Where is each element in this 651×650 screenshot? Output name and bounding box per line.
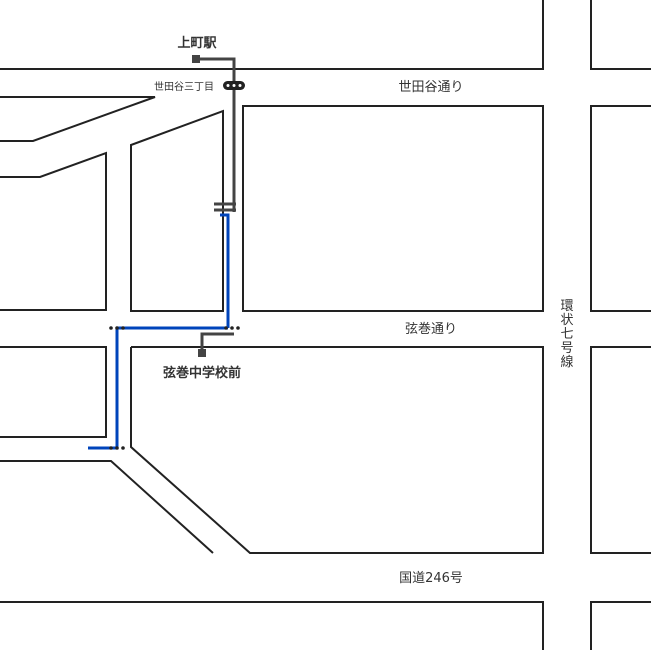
block-north-right [590, 0, 651, 70]
block-east-south [590, 346, 651, 554]
route-primary-segment-north [220, 213, 230, 328]
road-label-kanjo7-char-4: 号 [560, 341, 573, 356]
road-label-kanjo7-char-1: 環 [560, 299, 573, 314]
block-bottom-left [0, 601, 544, 650]
block-west-top [0, 151, 107, 311]
station-marker-kamimachi [192, 55, 200, 63]
block-center-wedge [130, 109, 224, 312]
road-label-kokudo-246: 国道246号 [399, 571, 463, 586]
road-label-setagaya-dori: 世田谷通り [398, 80, 463, 95]
road-label-kanjo7: 環 状 七 号 線 [560, 299, 573, 370]
road-label-tsurumaki-dori: 弦巻通り [405, 321, 457, 337]
station-marker-tsurumaki-chugakko-mae [198, 349, 206, 357]
station-label-setagaya-sanchome: 世田谷三丁目 [154, 81, 214, 93]
crosswalk-dots [109, 326, 240, 450]
block-center-main [242, 105, 544, 312]
crosswalk-dots-east [224, 326, 240, 330]
block-north-left [0, 0, 544, 70]
block-center-south [130, 346, 544, 554]
block-west-strip-top [0, 96, 156, 142]
block-east-mid [590, 105, 651, 312]
crosswalk-dots-west [109, 326, 125, 330]
route-secondary-to-tsurumaki [200, 332, 234, 352]
route-secondary [196, 57, 236, 352]
road-label-kanjo7-char-5: 線 [560, 354, 573, 370]
road-label-kanjo7-char-2: 状 [560, 313, 573, 328]
station-marker-setagaya-sanchome [223, 81, 245, 90]
block-bottom-right [590, 601, 651, 650]
route-primary [88, 213, 230, 450]
station-label-tsurumaki-chugakko-mae: 弦巻中学校前 [163, 365, 241, 381]
crosswalk-dots-south [109, 446, 125, 450]
block-southwest [0, 460, 214, 554]
road-label-kanjo7-char-3: 七 [560, 327, 573, 342]
station-label-kamimachi: 上町駅 [177, 36, 217, 51]
route-secondary-from-kamimachi [196, 57, 236, 212]
block-west-mid [0, 346, 107, 438]
